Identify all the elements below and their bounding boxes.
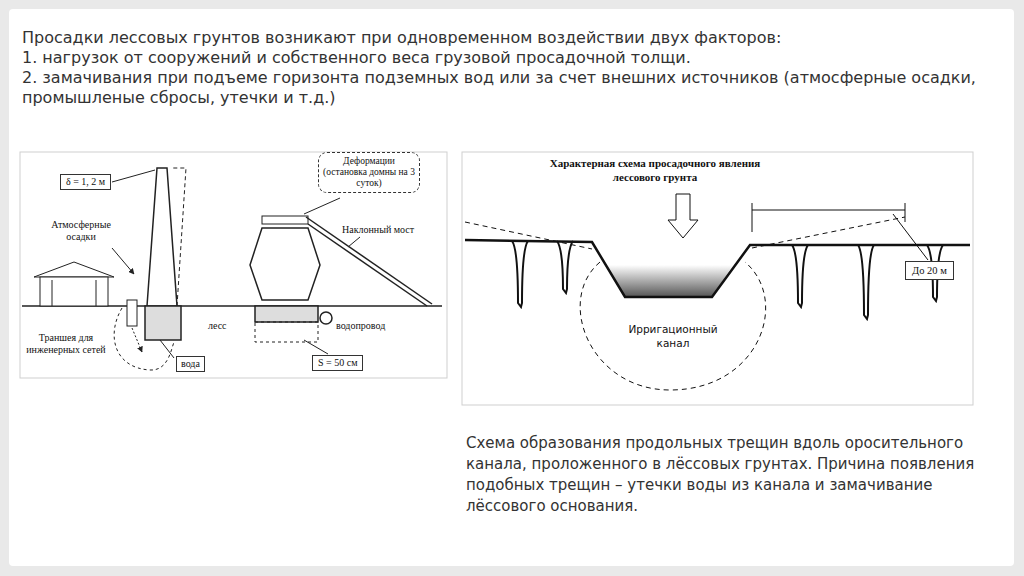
wetting-zone	[114, 308, 174, 370]
callout-box: Деформации (остановка домны на 3 суток)	[318, 152, 420, 193]
furnace-platform	[262, 216, 308, 224]
settlement	[255, 322, 318, 342]
callout-box: вода	[176, 356, 205, 372]
water-arrow	[132, 328, 142, 352]
node-text: До 20 м	[912, 264, 947, 277]
caption: Схема образования продольных трещин вдол…	[466, 433, 976, 517]
trench	[127, 300, 137, 326]
crack	[557, 241, 573, 293]
chimney	[147, 168, 177, 306]
part-label: Траншея для инженерных сетей	[24, 332, 108, 356]
blast-furnace	[250, 228, 320, 300]
leader-line	[304, 198, 340, 214]
node-text: Деформации (остановка домны на 3 суток)	[323, 156, 415, 189]
wetting-zone	[580, 262, 766, 390]
part-label: водопровод	[336, 320, 385, 332]
node-text: S = 50 см	[318, 357, 357, 369]
part-label: Ирригационный канал	[618, 322, 728, 350]
soil-label: лесс	[208, 320, 227, 332]
leader-line	[348, 237, 360, 247]
rain-arrow	[112, 248, 134, 274]
crack	[792, 245, 808, 307]
tilted-chimney	[172, 168, 186, 306]
right-panel	[462, 152, 973, 405]
factor-text: 1. нагрузок от сооружений и собственного…	[22, 48, 1002, 68]
dimension-line	[752, 210, 905, 211]
crack	[858, 245, 874, 319]
leader-line	[893, 214, 928, 260]
diagram-heading: Характерная схема просадочного явления л…	[545, 156, 765, 184]
cracks	[512, 241, 943, 319]
ground-surface	[465, 240, 970, 297]
node-text: δ = 1, 2 м	[66, 176, 105, 188]
canal-scheme	[465, 194, 970, 390]
factor-text: 2. замачивания при подъеме горизонта под…	[22, 68, 1002, 108]
building-scheme	[22, 168, 442, 370]
inclined-bridge	[306, 217, 432, 304]
house-wall	[40, 277, 108, 306]
house-roof	[34, 262, 114, 277]
leader-line	[112, 170, 155, 182]
chimney-foundation	[145, 306, 181, 340]
furnace-foundation	[255, 306, 318, 322]
load-arrow	[668, 194, 698, 238]
left-panel	[20, 152, 447, 378]
leader-line	[304, 340, 328, 354]
leader-line	[160, 340, 174, 358]
water-pipe	[320, 312, 332, 324]
dimension-box: До 20 м	[905, 261, 954, 280]
part-label: Атмосферные осадки	[44, 219, 118, 243]
crack	[512, 241, 528, 307]
dimension-box: δ = 1, 2 м	[60, 174, 111, 190]
node-text: вода	[181, 358, 200, 370]
slide-title: Просадки лессовых грунтов возникают при …	[22, 28, 1002, 48]
dimension-box: S = 50 см	[312, 355, 363, 371]
initial-surface	[465, 222, 592, 249]
part-label: Наклонный мост	[342, 224, 414, 236]
